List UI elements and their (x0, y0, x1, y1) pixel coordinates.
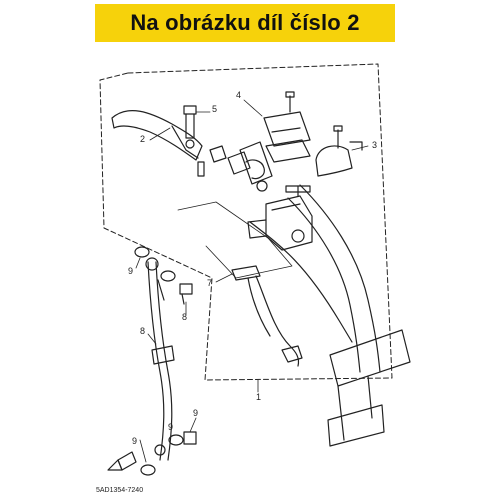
brake-lever (111, 110, 203, 161)
holder-clamp (315, 125, 363, 177)
callout-6: 7 (207, 278, 212, 288)
brake-hose (145, 257, 175, 461)
leader-lines (135, 99, 369, 463)
callout-8-upper: 8 (182, 312, 187, 322)
guide-lines (177, 201, 293, 279)
callout-7: 8 (140, 326, 145, 336)
union-bolt-lower (140, 431, 197, 476)
callout-4: 4 (236, 90, 241, 100)
callout-2: 2 (140, 134, 145, 144)
callout-9-upper: 9 (128, 266, 133, 276)
callout-1: 1 (256, 392, 261, 402)
callout-9-lower-right: 9 (168, 422, 173, 432)
callout-9-lower-left: 9 (132, 436, 137, 446)
diaphragm (265, 139, 311, 163)
banner-title: Na obrázku díl číslo 2 (130, 10, 360, 35)
master-cylinder (247, 185, 313, 251)
brake-switch (231, 265, 303, 367)
handlebar (249, 184, 411, 441)
union-bolt-upper (134, 246, 193, 305)
pivot-bolt (183, 105, 205, 177)
front-arrow-icon (107, 451, 137, 471)
grip (327, 404, 385, 447)
assembly-boundary (99, 63, 393, 381)
piston-kit (209, 141, 273, 192)
callout-3: 3 (372, 140, 377, 150)
callout-8-lower: 9 (193, 408, 198, 418)
title-banner: Na obrázku díl číslo 2 (95, 4, 395, 42)
callout-5: 5 (212, 104, 217, 114)
reservoir-cap (263, 91, 311, 147)
drawing-code: 5AD1354-7240 (96, 487, 143, 494)
